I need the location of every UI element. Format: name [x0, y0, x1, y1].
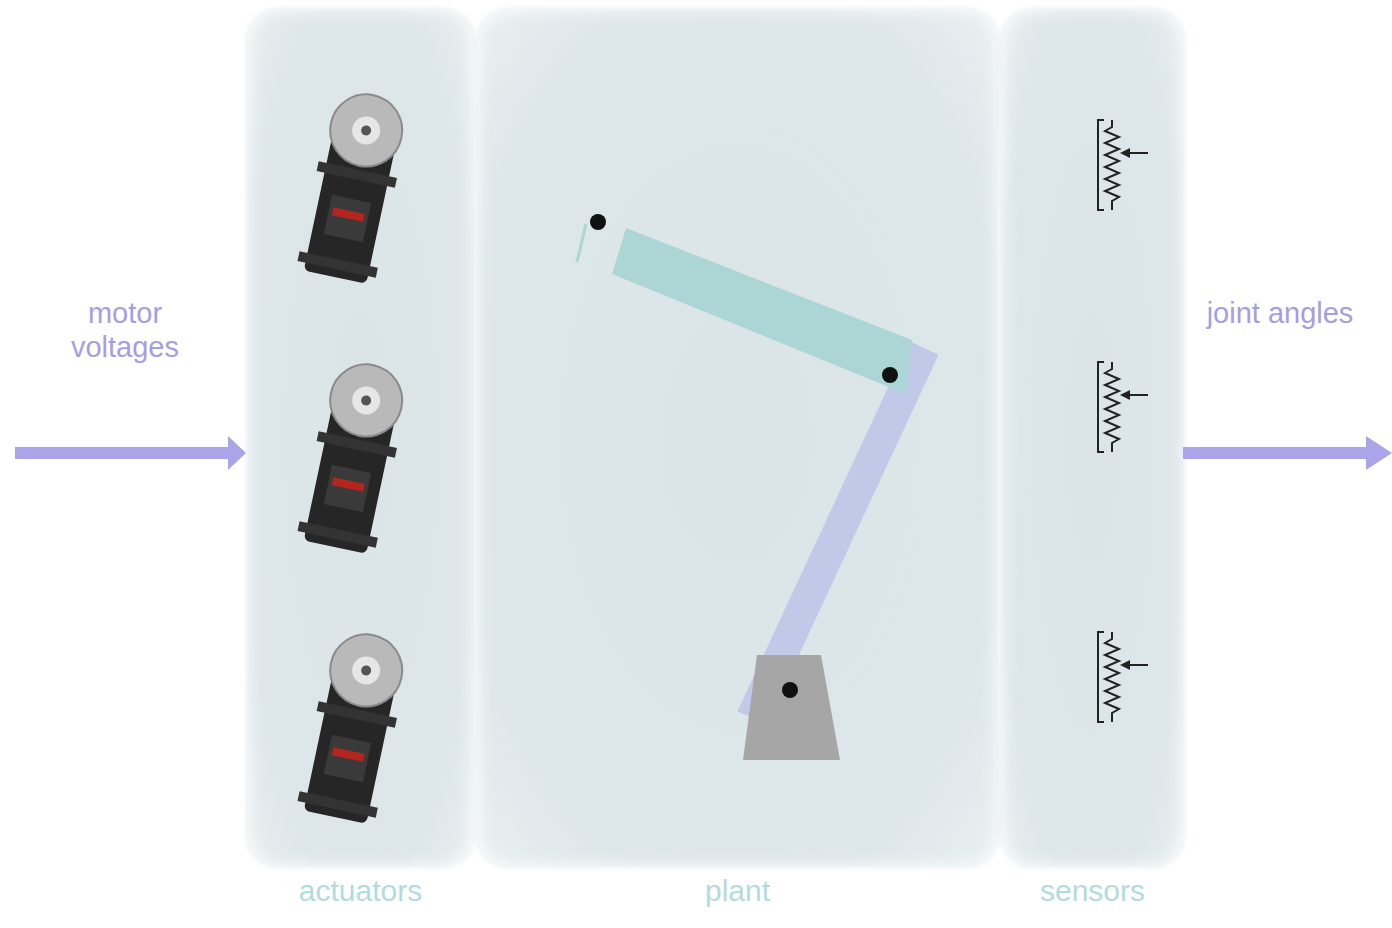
potentiometer-symbol	[1098, 120, 1148, 210]
upper-link	[612, 228, 912, 394]
end-effector	[577, 224, 586, 262]
potentiometer-symbol	[1098, 632, 1148, 722]
lower-link	[752, 348, 924, 718]
servo-motor	[296, 357, 413, 556]
panel-label: sensors	[962, 874, 1223, 908]
servo-motor	[296, 87, 413, 286]
plant-panel: plant	[478, 10, 997, 866]
joint-dot	[590, 214, 606, 230]
panel-label: actuators	[208, 874, 513, 908]
input-arrow	[15, 436, 246, 470]
joint-dot	[882, 367, 898, 383]
signal-label: motor voltages	[50, 296, 200, 364]
sensor-panel: sensors	[1002, 10, 1183, 866]
output-arrow	[1183, 436, 1392, 470]
servo-motor	[296, 627, 413, 826]
signal-label: joint angles	[1205, 296, 1355, 330]
actuator-panel: actuators	[248, 10, 473, 866]
potentiometer-symbol	[1098, 362, 1148, 452]
arm-base	[743, 655, 840, 760]
panel-label: plant	[438, 874, 1037, 908]
joint-dot	[782, 682, 798, 698]
